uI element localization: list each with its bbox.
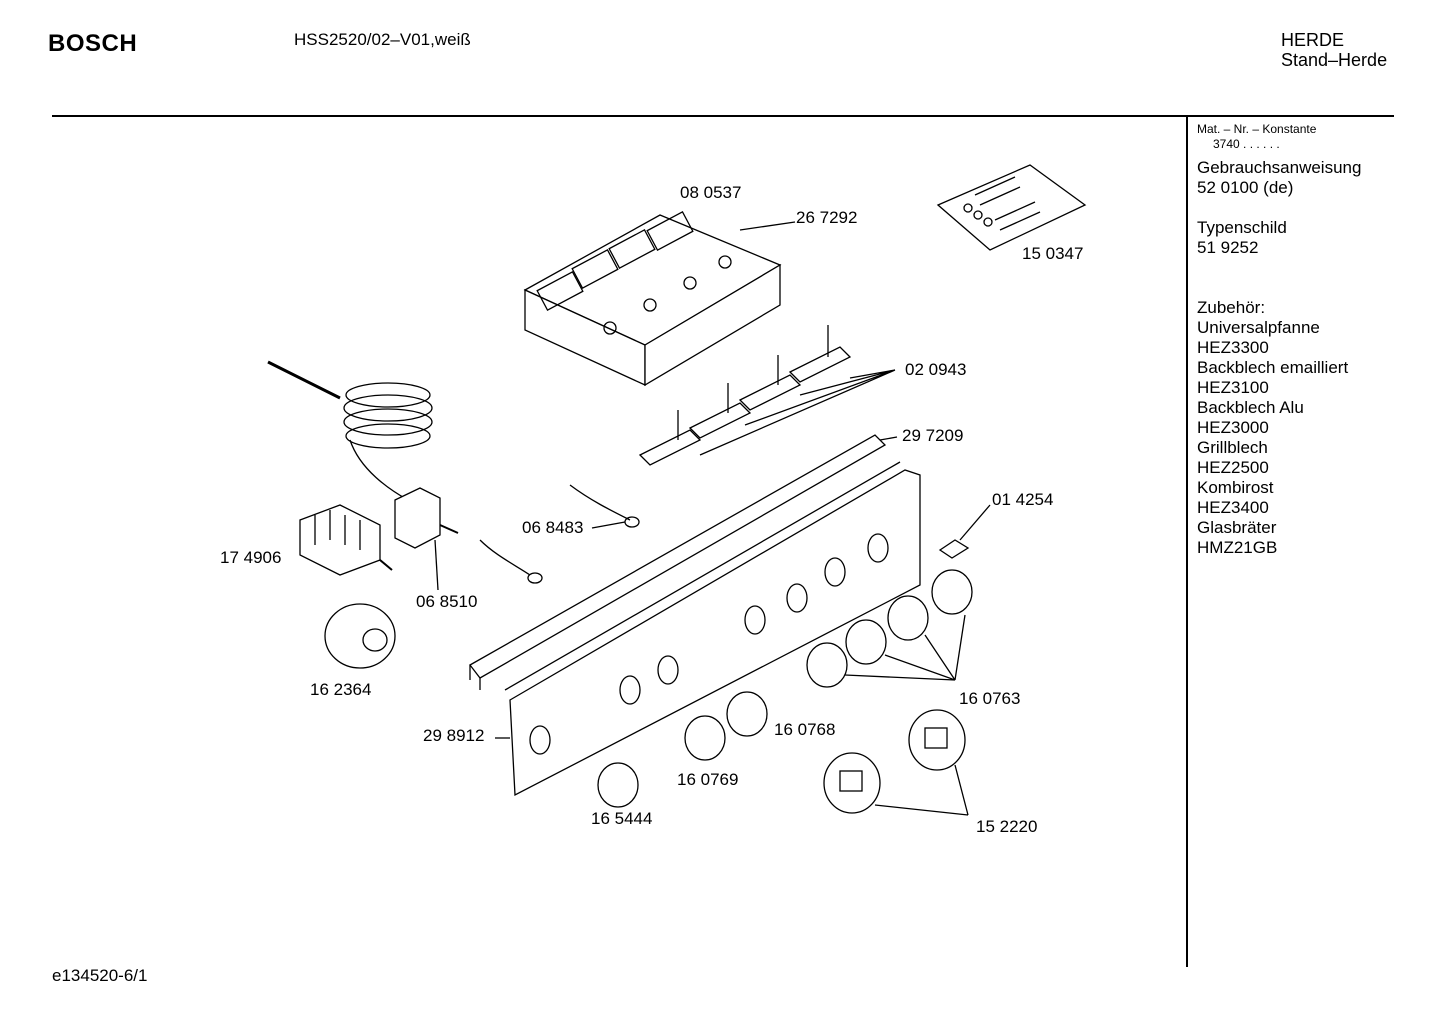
oven-knobs	[806, 569, 973, 688]
accessory-item: Backblech Alu	[1197, 398, 1304, 417]
typeplate-value: 51 9252	[1197, 238, 1259, 257]
thermostat	[394, 487, 459, 549]
sidebar-divider	[1186, 117, 1188, 967]
model-number: HSS2520/02–V01,weiß	[294, 30, 471, 49]
drawing-code: e134520-6/1	[52, 966, 148, 985]
leader-014254	[959, 504, 991, 541]
accessory-item: HEZ3400	[1197, 498, 1269, 517]
part-label: 01 4254	[992, 490, 1054, 509]
leader-297209	[879, 436, 898, 441]
accessory-item: HMZ21GB	[1197, 538, 1278, 557]
knob-165444	[597, 762, 639, 808]
category-main: HERDE	[1281, 30, 1345, 50]
part-label: 16 0769	[677, 770, 739, 789]
info-sidebar: Mat. – Nr. – Konstante 3740 . . . . . . …	[1197, 122, 1361, 558]
accessory-item: Universalpfanne	[1197, 318, 1320, 337]
part-label: 16 0768	[774, 720, 836, 739]
part-label: 08 0537	[680, 183, 742, 202]
part-label: 15 2220	[976, 817, 1038, 836]
accessory-item: Backblech emailliert	[1197, 358, 1349, 377]
part-label: 29 7209	[902, 426, 964, 445]
indicator-lenses	[823, 709, 966, 814]
control-rail	[469, 434, 887, 690]
accessory-item: HEZ2500	[1197, 458, 1269, 477]
accessory-item: Grillblech	[1197, 438, 1268, 457]
category-sub: Stand–Herde	[1281, 50, 1388, 70]
accessories-label: Zubehör:	[1197, 298, 1266, 317]
leaders-020943	[699, 369, 896, 456]
accessory-item: Kombirost	[1197, 478, 1274, 497]
leaders-152220	[874, 764, 969, 816]
exploded-parts-diagram	[267, 164, 1087, 816]
part-label: 06 8483	[522, 518, 584, 537]
control-panel	[504, 461, 921, 797]
mat-nr-label: Mat. – Nr. – Konstante	[1197, 122, 1317, 136]
manual-label: Gebrauchsanweisung	[1197, 158, 1362, 177]
sticker	[938, 539, 970, 559]
leaders-160763	[844, 614, 966, 681]
part-label: 17 4906	[220, 548, 282, 567]
screw-bag	[936, 164, 1087, 251]
leader-267292	[739, 221, 796, 231]
panel-cutouts	[529, 533, 889, 755]
leader-068510	[434, 539, 439, 591]
part-label: 26 7292	[796, 208, 858, 227]
accessory-item: Glasbräter	[1197, 518, 1277, 537]
switch-block	[523, 211, 782, 387]
knob-160769	[684, 715, 726, 761]
header-divider	[52, 115, 1394, 117]
thermostat-capillary	[267, 360, 433, 501]
part-label: 16 2364	[310, 680, 372, 699]
part-label: 15 0347	[1022, 244, 1084, 263]
selector-switch	[299, 504, 393, 576]
part-label: 29 8912	[423, 726, 485, 745]
leader-068483	[591, 521, 626, 529]
manual-value: 52 0100 (de)	[1197, 178, 1294, 197]
mat-nr-value: 3740 . . . . . .	[1213, 137, 1280, 151]
accessory-item: HEZ3000	[1197, 418, 1269, 437]
accessory-item: HEZ3300	[1197, 338, 1269, 357]
accessory-item: HEZ3100	[1197, 378, 1269, 397]
part-label: 16 0763	[959, 689, 1021, 708]
part-label: 16 5444	[591, 809, 653, 828]
part-label: 02 0943	[905, 360, 967, 379]
pushbutton-switches	[638, 325, 852, 466]
category: HERDE Stand–Herde	[1281, 30, 1387, 70]
typeplate-label: Typenschild	[1197, 218, 1287, 237]
part-label: 06 8510	[416, 592, 478, 611]
brand-logo: BOSCH	[48, 30, 138, 57]
knob-160768	[726, 691, 768, 737]
knob-cap	[324, 603, 396, 669]
